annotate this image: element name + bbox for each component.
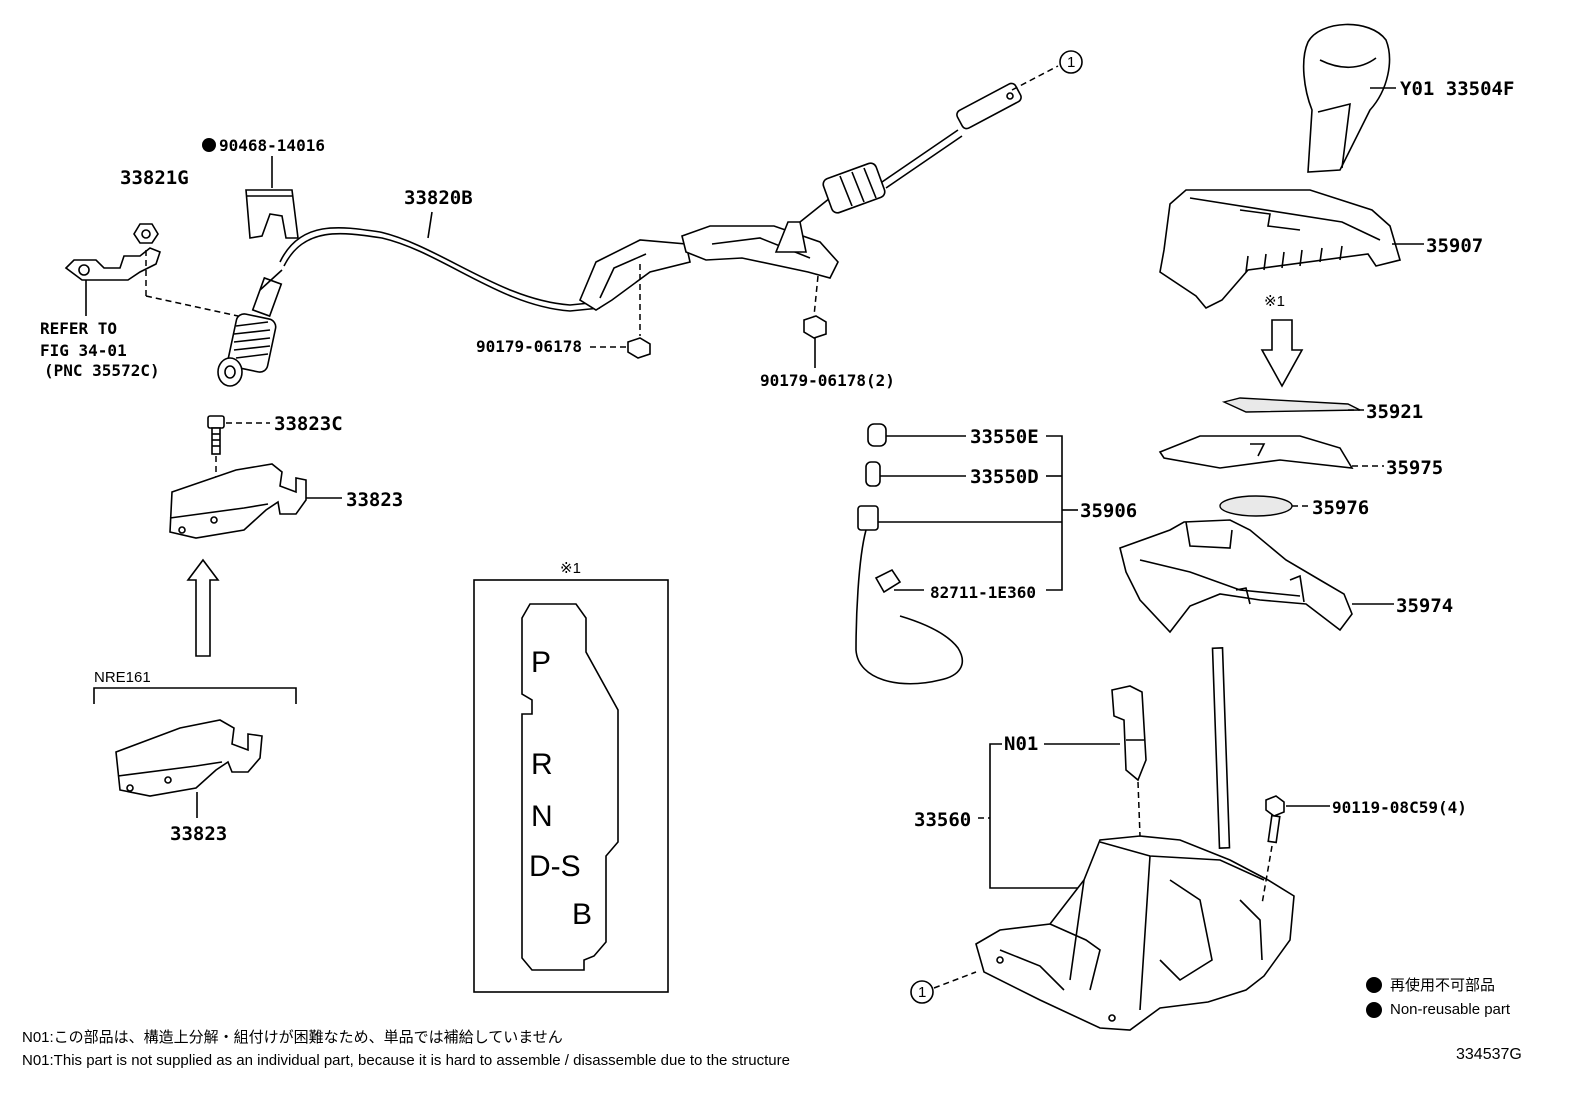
legend-jp-text: 再使用不可部品	[1390, 977, 1496, 994]
gate-b: B	[572, 898, 592, 931]
gate-slot-outline	[521, 603, 619, 971]
switch-wire-35906	[855, 505, 964, 685]
bracket-33823-lower	[115, 719, 263, 797]
label-n01: N01	[1004, 733, 1038, 755]
cap-33550d	[865, 461, 881, 487]
cap-33550e	[867, 423, 887, 447]
label-33560: 33560	[914, 809, 971, 831]
cover-35907	[1159, 189, 1402, 309]
sensor-n01	[1111, 685, 1147, 782]
housing-35974	[1119, 519, 1353, 634]
shift-cable-33820b	[217, 82, 1022, 387]
nre161-bracket-line	[93, 687, 297, 704]
label-33823-lower: 33823	[170, 823, 227, 845]
nut-33821g	[133, 223, 159, 244]
label-82711: 82711-1E360	[930, 583, 1036, 602]
gate-r: R	[531, 748, 553, 781]
non-reusable-dot	[202, 138, 216, 152]
bracket-35906	[1046, 435, 1063, 591]
legend-jp: 再使用不可部品	[1366, 974, 1495, 995]
circle-ref-1-bottom-text: 1	[918, 984, 926, 1001]
down-arrow	[1260, 319, 1304, 388]
note-jp: N01:この部品は、構造上分解・組付けが困難なため、単品では補給していません	[22, 1029, 563, 1046]
gate-p: P	[531, 646, 551, 679]
label-35974: 35974	[1396, 595, 1453, 617]
bolt-90119	[1265, 795, 1285, 844]
legend-dot-icon	[1366, 976, 1382, 993]
plate-35976	[1219, 495, 1293, 517]
label-35976: 35976	[1312, 497, 1369, 519]
legend-dot-icon	[1366, 1001, 1382, 1018]
clip-90468	[245, 189, 299, 239]
label-33504f: Y01 33504F	[1400, 78, 1514, 100]
label-33550e: 33550E	[970, 426, 1039, 448]
bracket-33560	[989, 743, 1080, 889]
label-33820b: 33820B	[404, 187, 473, 209]
label-mark1b: ※1	[1264, 293, 1285, 310]
legend-en-text: Non-reusable part	[1390, 1001, 1511, 1018]
label-35907: 35907	[1426, 235, 1483, 257]
label-33823-upper: 33823	[346, 489, 403, 511]
up-arrow	[186, 558, 220, 657]
note-en: N01:This part is not supplied as an indi…	[22, 1052, 790, 1069]
shift-lever-assy-33560	[975, 647, 1295, 1031]
label-mark1: ※1	[560, 560, 581, 577]
plate-35975	[1158, 435, 1354, 469]
gate-n: N	[531, 800, 553, 833]
label-refer-to: REFER TO	[40, 319, 117, 338]
label-90179-b: 90179-06178(2)	[760, 371, 895, 390]
label-35921: 35921	[1366, 401, 1423, 423]
bolt-33823c	[207, 415, 225, 455]
label-33823c: 33823C	[274, 413, 343, 435]
label-pnc: (PNC 35572C)	[44, 361, 160, 380]
bracket-refer	[64, 247, 161, 316]
bracket-33823-upper	[169, 463, 307, 539]
shift-knob-33504f	[1302, 23, 1391, 173]
label-90119: 90119-08C59(4)	[1332, 798, 1467, 817]
gate-box	[473, 579, 669, 993]
nut-90179-b	[803, 315, 827, 339]
circle-ref-1-top-text: 1	[1067, 54, 1075, 71]
plate-35921	[1221, 397, 1361, 413]
legend-en: Non-reusable part	[1366, 1001, 1510, 1018]
circle-ref-1-top	[1059, 50, 1083, 74]
label-90468: 90468-14016	[219, 136, 325, 155]
diagram-code: 334537G	[1456, 1046, 1522, 1063]
label-35906: 35906	[1080, 500, 1137, 522]
label-33550d: 33550D	[970, 466, 1039, 488]
nut-90179-a	[627, 337, 651, 359]
gate-d-s: D-S	[529, 850, 581, 883]
label-35975: 35975	[1386, 457, 1443, 479]
label-90179-a: 90179-06178	[476, 337, 582, 356]
circle-ref-1-bottom	[910, 980, 934, 1004]
label-33821g: 33821G	[120, 167, 189, 189]
label-fig: FIG 34-01	[40, 341, 127, 360]
label-nre161: NRE161	[94, 669, 151, 686]
